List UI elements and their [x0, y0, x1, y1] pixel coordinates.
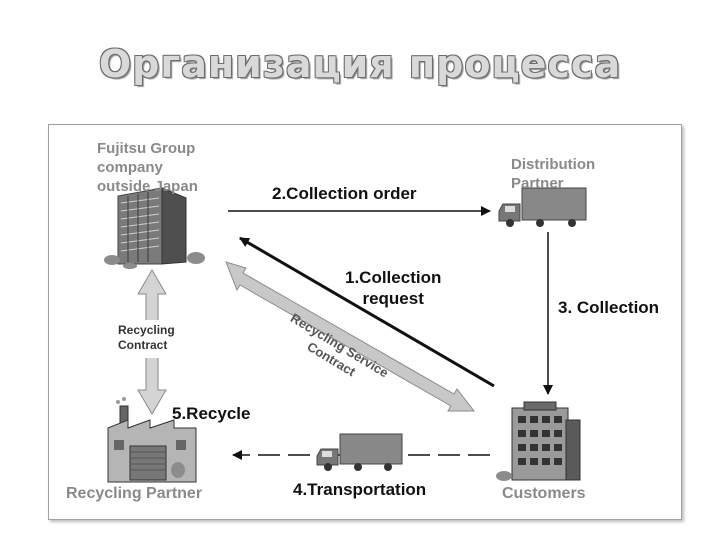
- fujitsu-label-line-3: outside Japan: [97, 178, 198, 195]
- recycling-partner-label: Recycling Partner: [66, 484, 202, 503]
- fujitsu-building-icon: [104, 188, 205, 269]
- transportation-truck-icon: [317, 434, 402, 471]
- fujitsu-label-line-2: company: [97, 159, 163, 176]
- step-5-label: 5.Recycle: [172, 403, 250, 424]
- step-2-label: 2.Collection order: [272, 183, 417, 204]
- customers-label: Customers: [502, 484, 586, 503]
- fujitsu-label-line-1: Fujitsu Group: [97, 140, 195, 157]
- distribution-label-line-2: Partner: [511, 175, 564, 192]
- step-1-line-1: 1.Collection: [345, 268, 441, 287]
- distribution-truck-icon: [499, 188, 586, 227]
- step-1-label: 1.Collection request: [345, 267, 441, 309]
- distribution-label-line-1: Distribution: [511, 156, 595, 173]
- fujitsu-label: Fujitsu Group company outside Japan: [97, 139, 198, 196]
- customers-building-icon: [496, 402, 580, 481]
- recycling-contract-line-2: Contract: [118, 338, 202, 353]
- recycling-contract-label: Recycling Contract: [112, 320, 202, 358]
- step-4-label: 4.Transportation: [293, 479, 426, 500]
- step-1-line-2: request: [362, 289, 423, 308]
- recycling-contract-line-1: Recycling: [118, 323, 202, 338]
- distribution-label: Distribution Partner: [511, 155, 595, 193]
- step-3-label: 3. Collection: [558, 297, 659, 318]
